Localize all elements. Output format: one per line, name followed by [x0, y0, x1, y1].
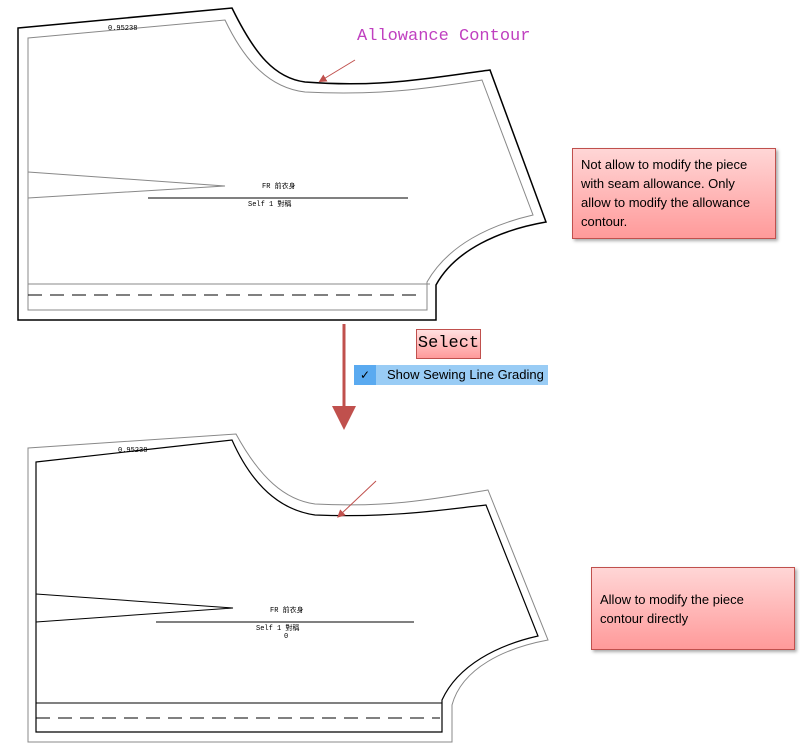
label-line1-b: FR 前衣身	[270, 605, 304, 615]
pointer-arrow	[337, 480, 377, 518]
bottom-piece-contour[interactable]	[27, 433, 549, 743]
label-line3: Self 1 對稱	[248, 199, 291, 209]
note-bottom: Allow to modify the piece contour direct…	[591, 567, 795, 650]
label-line1: FR 前衣身	[262, 181, 296, 191]
select-label: Select	[416, 329, 481, 359]
callout-arrow	[318, 59, 356, 83]
check-icon: ✓	[354, 365, 376, 385]
label-line3-b: Self 1 對稱	[256, 623, 299, 633]
allowance-contour-callout: Allowance Contour	[357, 27, 531, 46]
top-piece-with-allowance[interactable]	[17, 7, 548, 321]
menu-item-label: Show Sewing Line Grading	[387, 367, 544, 382]
label-line4-b: 0	[284, 633, 288, 641]
menu-item-show-sewing-line-grading[interactable]: ✓ Show Sewing Line Grading	[354, 365, 548, 385]
top-size-value: 0.95238	[108, 25, 137, 33]
note-top: Not allow to modify the piece with seam …	[572, 148, 776, 239]
bottom-size-value: 0.95238	[118, 447, 147, 455]
